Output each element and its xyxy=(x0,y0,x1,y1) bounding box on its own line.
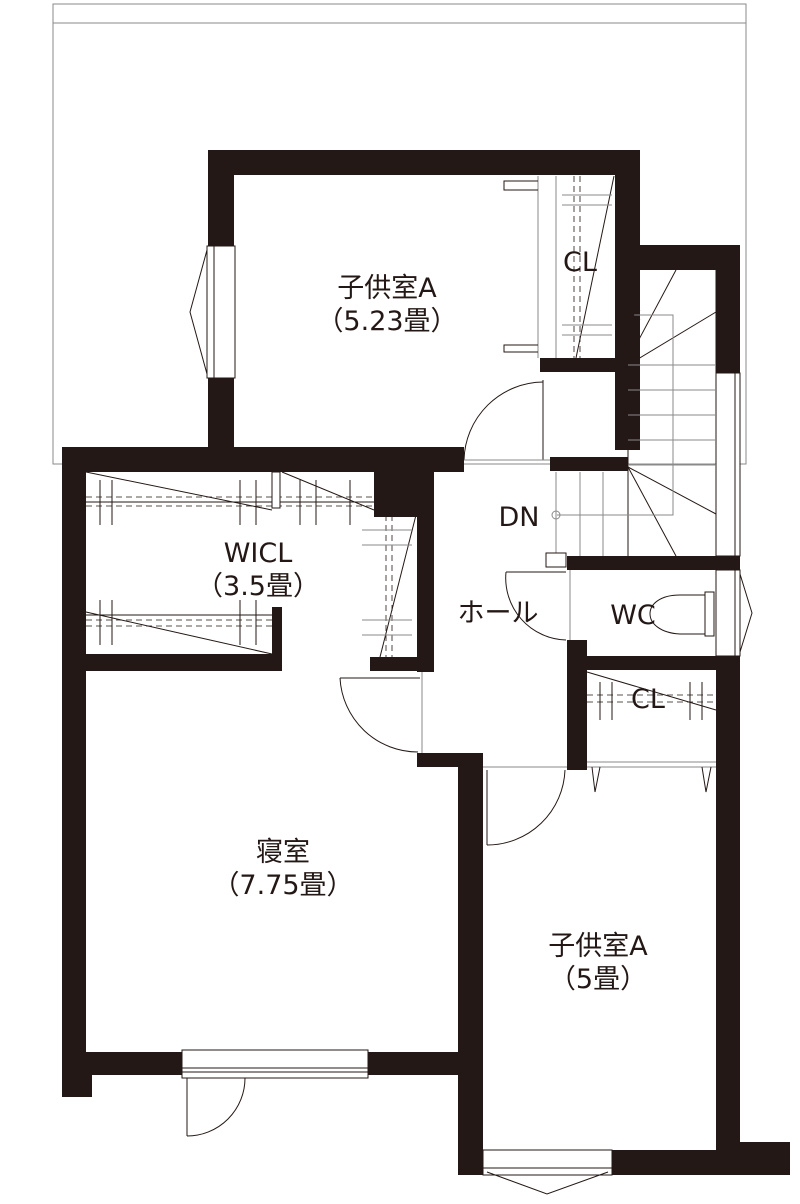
room-label-wicl: WICL （3.5畳） xyxy=(196,537,320,603)
room-name: WC xyxy=(610,600,656,631)
room-name: ホール xyxy=(457,598,539,629)
windows xyxy=(181,245,753,1195)
walls xyxy=(62,150,790,1175)
room-area: （7.75畳） xyxy=(212,870,354,901)
room-name: DN xyxy=(498,502,540,533)
room-label-kids-room-a-upper: 子供室A （5.23畳） xyxy=(316,272,457,338)
staircase xyxy=(545,269,717,568)
room-label-kids-room-a-lower: 子供室A （5畳） xyxy=(548,930,647,996)
room-label-wc: WC xyxy=(610,599,656,632)
balcony-outline xyxy=(52,3,747,465)
room-label-hall: ホール xyxy=(458,597,539,630)
toilet-icon xyxy=(649,591,715,637)
room-name: 子供室A xyxy=(548,931,648,962)
doors xyxy=(186,380,571,1137)
room-name: WICL xyxy=(223,538,293,569)
room-name: CL xyxy=(563,247,597,278)
room-name: CL xyxy=(631,684,665,715)
room-label-closet-upper: CL xyxy=(563,246,597,279)
room-label-stairs-dn: DN xyxy=(499,501,540,534)
room-name: 子供室A xyxy=(337,273,437,304)
room-area: （5.23畳） xyxy=(316,306,458,337)
room-name: 寝室 xyxy=(256,837,310,868)
room-area: （5畳） xyxy=(548,964,648,995)
room-area: （3.5畳） xyxy=(196,571,320,602)
room-label-bedroom: 寝室 （7.75畳） xyxy=(212,836,353,902)
room-label-closet-lower: CL xyxy=(631,683,665,716)
closet-shelving xyxy=(85,175,717,793)
